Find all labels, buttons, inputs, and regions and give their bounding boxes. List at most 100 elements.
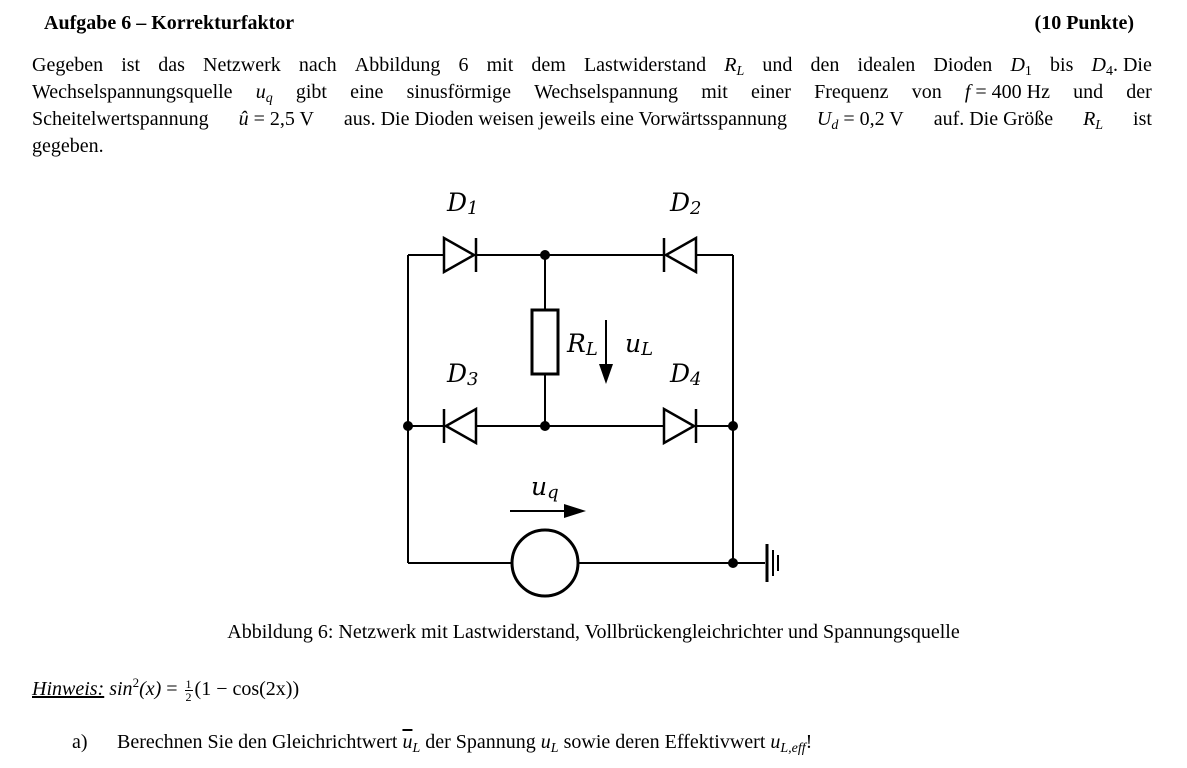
math-operator: = [166, 678, 178, 701]
text-segment: Berechnen Sie den Gleichrichtwert [117, 731, 398, 753]
word: ist [121, 54, 141, 76]
math-subscript: L,eff [780, 741, 806, 756]
math-uL: uL [540, 731, 559, 756]
math-forward-voltage: Ud = 0,2 V [817, 106, 904, 133]
math-operator: = [253, 108, 265, 130]
diode-d2 [662, 235, 698, 275]
math-symbol: U [816, 108, 832, 130]
math-operator: = [975, 81, 987, 103]
math-symbol: u [255, 81, 266, 103]
label-d2: D2 [669, 188, 702, 219]
task-description: Gegeben ist das Netzwerk nach Abbildung … [32, 52, 1152, 160]
description-line-2: Wechselspannungsquelle uq gibt eine sinu… [32, 79, 1152, 106]
math-subscript: L [412, 741, 421, 756]
math-exponent: 2 [132, 675, 140, 691]
node-right [728, 421, 738, 431]
word: idealen [857, 54, 916, 76]
word: 6 [458, 54, 469, 76]
word: Wechselspannungsquelle [32, 81, 233, 103]
math-subscript: L [736, 64, 745, 79]
math-symbol: f [964, 81, 971, 103]
word: mit [486, 54, 514, 76]
math-symbol: D [1010, 54, 1025, 76]
word: eine [350, 81, 384, 103]
word: Dioden [933, 54, 993, 76]
frequency-value: 400 Hz [991, 81, 1050, 103]
text-segment: der Spannung [425, 731, 536, 753]
math-argument: (x) [139, 678, 162, 701]
word: dem [531, 54, 566, 76]
word: das [158, 54, 185, 76]
text-segment: sowie deren Effektivwert [563, 731, 766, 753]
word: Abbildung [354, 54, 441, 76]
node-middle [540, 421, 550, 431]
math-subscript: L [550, 741, 559, 756]
word: und [762, 54, 793, 76]
math-D1: D1 [1010, 52, 1031, 79]
math-amplitude: û = 2,5 V [239, 106, 314, 133]
math-subscript: d [831, 118, 839, 133]
word: mit [701, 81, 728, 103]
fraction-denominator: 2 [185, 690, 192, 704]
nodes [403, 250, 738, 568]
task-points: (10 Punkte) [1034, 12, 1134, 34]
word: Gegeben [32, 54, 104, 76]
voltage-arrow-uL [599, 320, 613, 384]
text-segment: ist [1133, 108, 1152, 130]
label-ul: uL [625, 329, 653, 360]
math-symbol: u [402, 731, 413, 753]
word: den [810, 54, 840, 76]
label-uq: uq [531, 472, 559, 503]
forward-voltage-value: 0,2 V [859, 108, 904, 130]
text-segment: aus. Die Dioden weisen jeweils eine Vorw… [343, 108, 787, 130]
node-top [540, 250, 550, 260]
word: Netzwerk [203, 54, 281, 76]
subtask-a: a) Berechnen Sie den Gleichrichtwert uL … [72, 731, 813, 756]
math-uq: uq [256, 79, 273, 106]
amplitude-value: 2,5 V [269, 108, 314, 130]
math-subscript: 4 [1105, 64, 1113, 79]
word: gibt [295, 81, 327, 103]
diode-d4 [662, 406, 698, 446]
load-resistor [530, 308, 560, 376]
voltage-source [510, 528, 580, 598]
math-symbol: R [1083, 108, 1096, 130]
label-d1: D1 [446, 188, 479, 219]
text-segment: auf. Die Größe [933, 108, 1054, 130]
node-left [403, 421, 413, 431]
diode-d1 [442, 235, 478, 275]
word: Lastwiderstand [583, 54, 707, 76]
fraction-numerator: 1 [184, 677, 193, 691]
word: sinusförmige [406, 81, 511, 103]
word: Frequenz [814, 81, 889, 103]
diode-d3 [442, 406, 478, 446]
text-segment: ! [805, 731, 813, 753]
math-RL: RL [724, 52, 744, 79]
math-symbol: D [1091, 54, 1106, 76]
math-symbol: u [770, 731, 781, 753]
math-subscript: L [1095, 118, 1104, 133]
figure-caption: Abbildung 6: Netzwerk mit Lastwiderstand… [227, 621, 960, 643]
math-D4: D4. Die [1091, 52, 1151, 79]
label-rl: RL [566, 329, 598, 360]
bridge-rectifier-circuit: D1 D2 D3 D4 RL uL uq [403, 188, 779, 598]
math-function: sin [109, 678, 133, 701]
word: von [911, 81, 942, 103]
word: bis [1050, 54, 1074, 76]
math-subscript: 1 [1024, 64, 1032, 79]
word: der [1126, 81, 1152, 103]
word: und [1073, 81, 1104, 103]
math-ubar: uL [402, 731, 421, 756]
math-symbol: u [540, 731, 551, 753]
math-frequency: f = 400 Hz [965, 79, 1050, 106]
label-d3: D3 [446, 359, 479, 390]
math-subscript: q [265, 91, 273, 106]
math-symbol: û [238, 108, 249, 130]
word: nach [298, 54, 337, 76]
subtask-letter: a) [72, 731, 88, 753]
voltage-arrow-uq [510, 504, 586, 518]
node-ground [728, 558, 738, 568]
